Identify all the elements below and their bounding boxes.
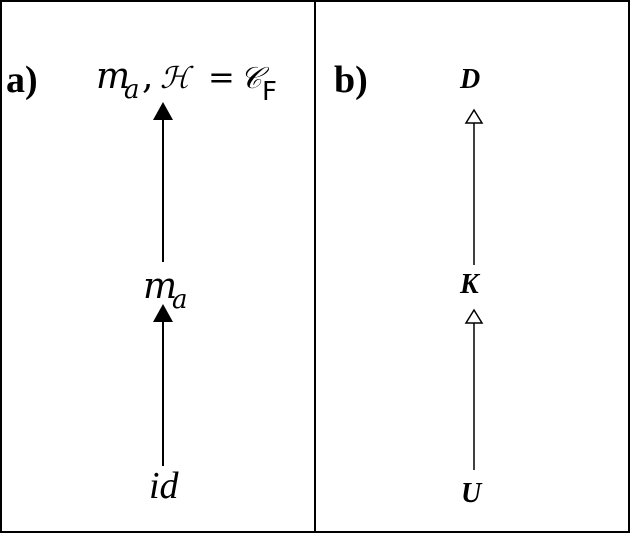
panel-b: b) D K U: [334, 59, 484, 509]
panel-a-label: a): [6, 59, 38, 101]
panel-a-top-expression: m a , ℋ = 𝒞 F: [96, 56, 277, 107]
middle-expr-m: m: [143, 266, 177, 307]
top-expr-m: m: [96, 56, 130, 97]
arrow-a-lower-head: [153, 304, 173, 322]
arrow-a-upper-head: [153, 102, 173, 120]
panel-a-bottom-label: id: [149, 465, 180, 507]
panel-b-label: b): [334, 59, 368, 101]
panel-a: a) m a , ℋ = 𝒞 F m a id: [6, 56, 277, 507]
top-expr-subscript-a: a: [124, 75, 140, 105]
middle-expr-subscript-a: a: [172, 285, 188, 315]
panel-a-middle-expression: m a: [143, 266, 188, 315]
node-u: U: [461, 478, 483, 509]
arrow-b-lower-head: [464, 308, 484, 324]
top-expr-subscript-f: F: [262, 77, 277, 107]
top-expr-equals: =: [208, 58, 235, 96]
node-d: D: [459, 64, 480, 95]
top-expr-comma: ,: [142, 56, 153, 97]
arrow-b-upper-head: [464, 108, 484, 124]
node-k: K: [459, 269, 481, 300]
top-expr-h: ℋ: [160, 61, 194, 96]
panel-divider: [314, 0, 316, 533]
